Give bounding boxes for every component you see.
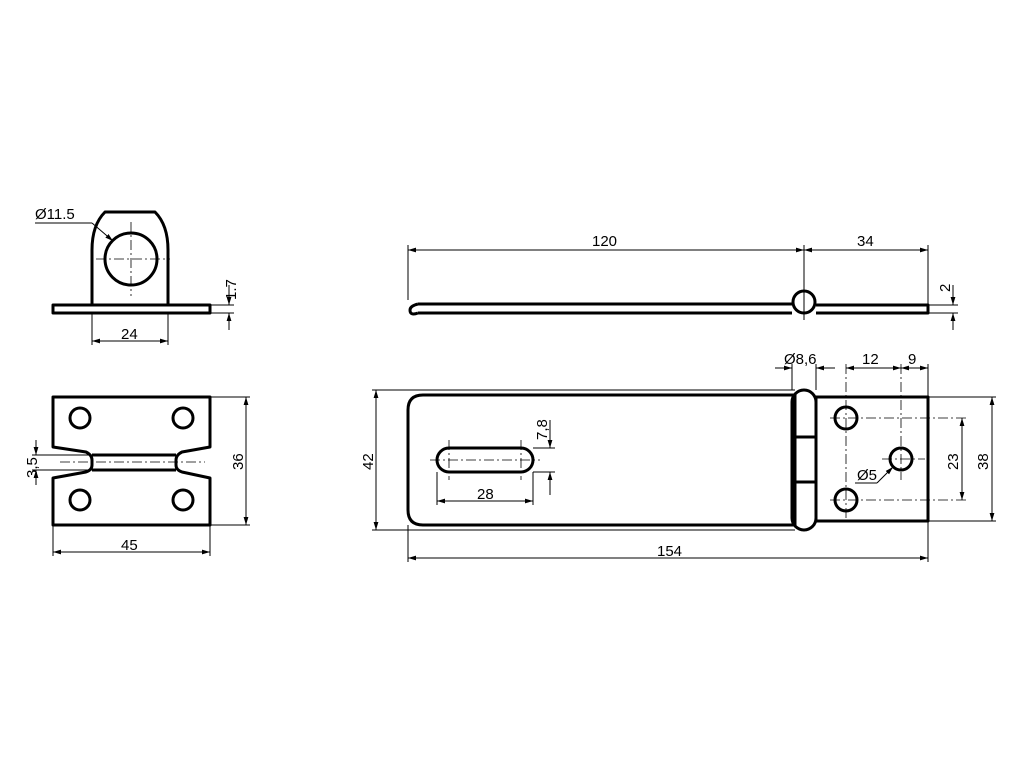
dim-thickness: 1.7: [223, 279, 240, 300]
staple-top-view: 36 45 3,5: [24, 395, 250, 556]
dim-width: 45: [121, 537, 138, 554]
hasp-top-view: Ø8,6 12 9 23 38 Ø5 42 7,8 28 154: [360, 351, 996, 562]
dim-total-length: 154: [657, 543, 682, 560]
dim-main-length: 120: [592, 233, 617, 250]
dim-hole-spacing: 23: [945, 453, 962, 470]
dim-thickness: 2: [937, 284, 954, 292]
hasp-side-view: 120 34 2: [407, 233, 958, 330]
dim-hole-diameter: Ø11.5: [35, 206, 75, 223]
dim-leaf-height: 38: [975, 453, 992, 470]
dim-slot-length: 28: [477, 486, 494, 503]
dim-gap: 3,5: [24, 457, 41, 478]
dim-leaf-length: 34: [857, 233, 874, 250]
dim-slot-width: 7,8: [534, 419, 551, 440]
dim-total-height: 42: [360, 453, 377, 470]
dim-hole-offset-2: 9: [908, 351, 916, 368]
staple-side-view: Ø11.5 24 1.7: [35, 206, 240, 345]
dim-height: 36: [230, 453, 247, 470]
dim-width: 24: [121, 326, 138, 343]
dim-pin-diameter: Ø8,6: [784, 351, 817, 368]
dim-hole-diameter: Ø5: [857, 467, 877, 484]
dim-hole-offset: 12: [862, 351, 879, 368]
